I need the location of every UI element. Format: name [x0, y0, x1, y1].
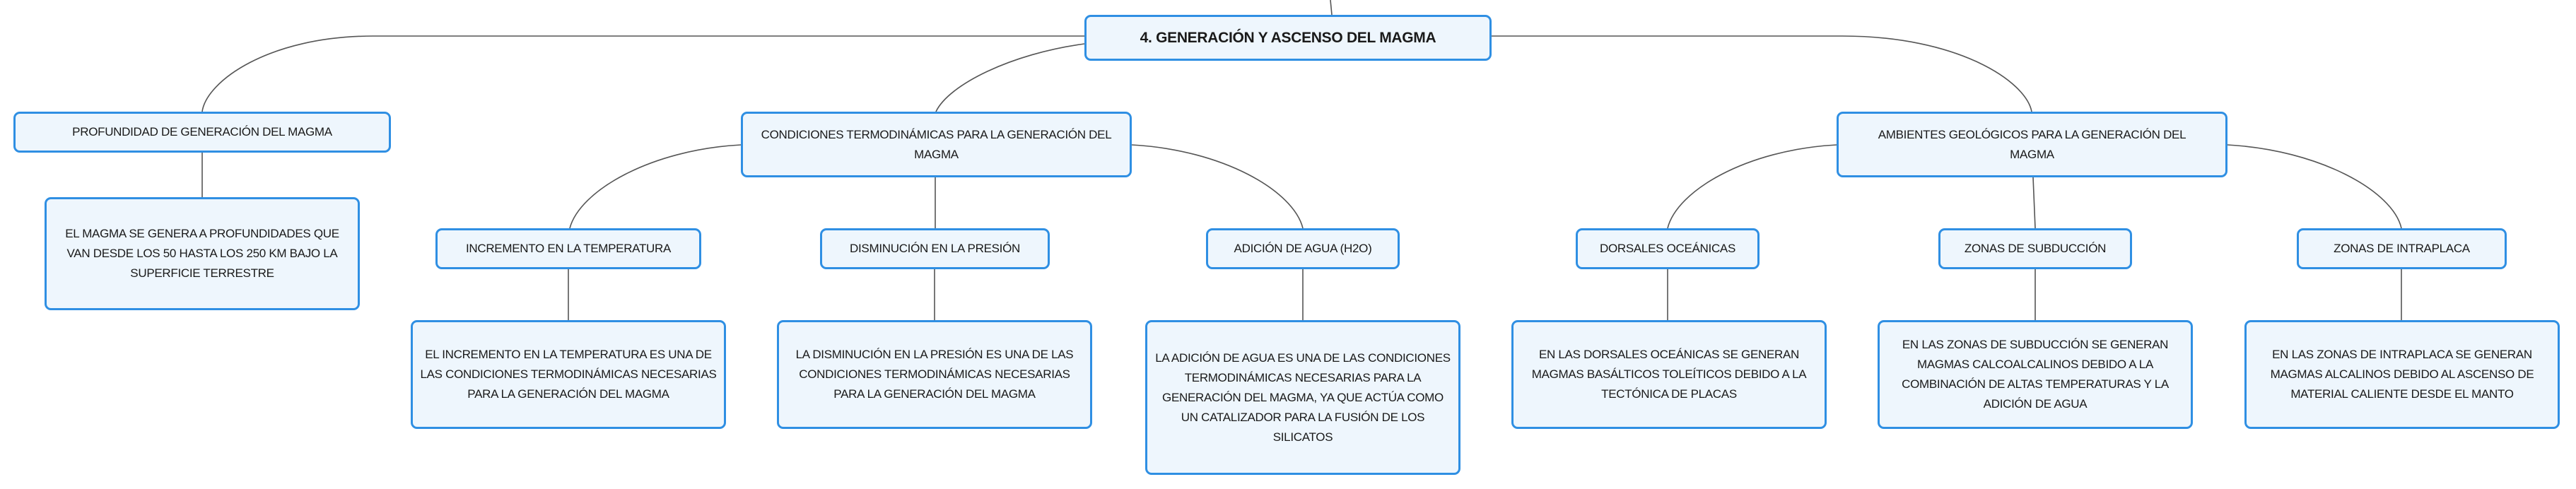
- connector-ambientes-intraplaca: [2227, 144, 2402, 229]
- connector-condiciones-adicion: [1131, 144, 1304, 229]
- connector-condiciones-incremento: [569, 144, 742, 229]
- topic-profundidad[interactable]: PROFUNDIDAD DE GENERACIÓN DEL MAGMA: [13, 112, 391, 153]
- desc-incremento[interactable]: EL INCREMENTO EN LA TEMPERATURA ES UNA D…: [411, 320, 726, 429]
- desc-disminucion[interactable]: LA DISMINUCIÓN EN LA PRESIÓN ES UNA DE L…: [777, 320, 1092, 429]
- subtopic-disminucion[interactable]: DISMINUCIÓN EN LA PRESIÓN: [820, 228, 1050, 269]
- connector-ambientes-subduccion: [2032, 177, 2036, 229]
- desc-subduccion[interactable]: EN LAS ZONAS DE SUBDUCCIÓN SE GENERAN MA…: [1878, 320, 2193, 429]
- subtopic-intraplaca[interactable]: ZONAS DE INTRAPLACA: [2297, 228, 2507, 269]
- root-topic[interactable]: 4. GENERACIÓN Y ASCENSO DEL MAGMA: [1084, 15, 1492, 61]
- connector-ambientes-dorsales: [1667, 144, 1837, 229]
- topic-ambientes[interactable]: AMBIENTES GEOLÓGICOS PARA LA GENERACIÓN …: [1837, 112, 2227, 177]
- desc-adicion[interactable]: LA ADICIÓN DE AGUA ES UNA DE LAS CONDICI…: [1145, 320, 1460, 475]
- desc-dorsales[interactable]: EN LAS DORSALES OCEÁNICAS SE GENERAN MAG…: [1511, 320, 1827, 429]
- connector-root-ambientes: [1492, 35, 2032, 112]
- subtopic-adicion[interactable]: ADICIÓN DE AGUA (H2O): [1206, 228, 1400, 269]
- subtopic-subduccion[interactable]: ZONAS DE SUBDUCCIÓN: [1938, 228, 2132, 269]
- desc-profundidad[interactable]: EL MAGMA SE GENERA A PROFUNDIDADES QUE V…: [45, 197, 360, 310]
- topic-condiciones[interactable]: CONDICIONES TERMODINÁMICAS PARA LA GENER…: [741, 112, 1132, 177]
- connector-root-parent: [1330, 0, 1333, 16]
- subtopic-dorsales[interactable]: DORSALES OCEÁNICAS: [1576, 228, 1760, 269]
- subtopic-incremento[interactable]: INCREMENTO EN LA TEMPERATURA: [435, 228, 701, 269]
- connector-root-profundidad: [201, 35, 1084, 112]
- desc-intraplaca[interactable]: EN LAS ZONAS DE INTRAPLACA SE GENERAN MA…: [2244, 320, 2560, 429]
- connector-root-condiciones: [935, 43, 1085, 112]
